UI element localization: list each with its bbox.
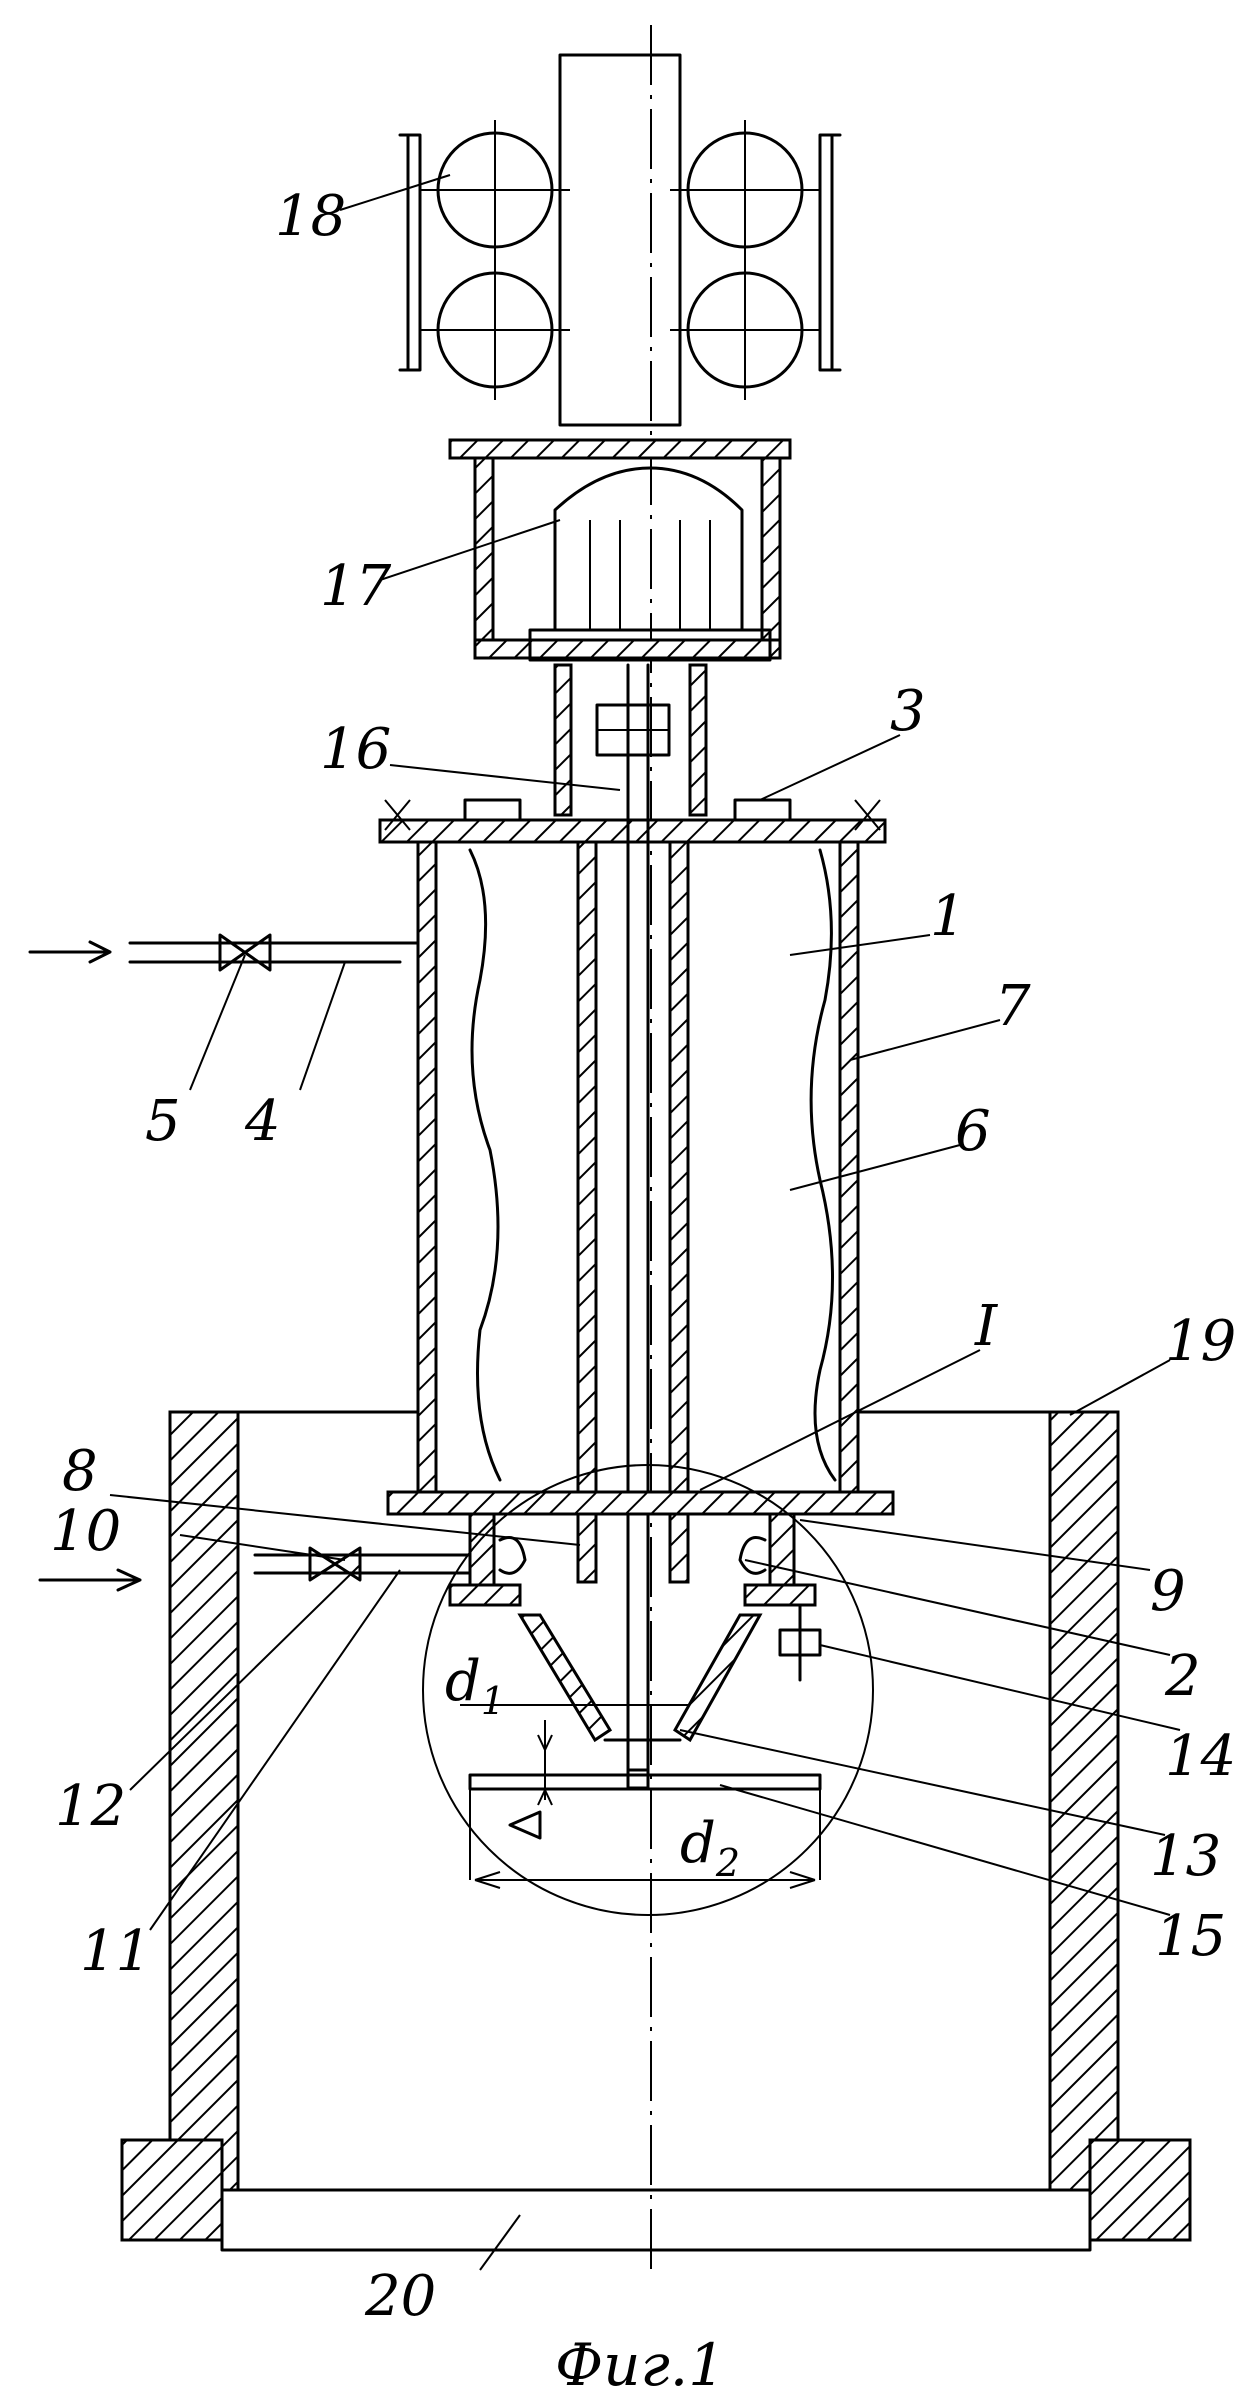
bottom-flange [388, 1492, 893, 1605]
label-19: 19 [1165, 1309, 1236, 1374]
label-2: 2 [1164, 1644, 1201, 1709]
label-14: 14 [1165, 1724, 1236, 1789]
label-8: 8 [62, 1439, 98, 1504]
rod [560, 55, 680, 425]
cone-nozzle [520, 1605, 820, 1740]
label-6: 6 [955, 1099, 991, 1164]
label-13: 13 [1150, 1824, 1221, 1889]
top-flange [380, 800, 885, 842]
furnace [122, 1412, 1190, 2250]
coupling [555, 665, 706, 815]
vessel [418, 842, 858, 1492]
label-4: 4 [244, 1089, 281, 1154]
label-17: 17 [320, 554, 392, 619]
label-10: 10 [50, 1499, 121, 1564]
label-15: 15 [1155, 1904, 1226, 1969]
disc [470, 1770, 820, 1880]
label-20: 20 [364, 2264, 436, 2329]
motor-housing [450, 440, 790, 660]
inlet-pipe [30, 935, 418, 970]
leader-lines [110, 175, 1180, 2270]
label-detail: I [974, 1294, 999, 1359]
label-11: 11 [80, 1919, 151, 1984]
label-d1: d1 [445, 1649, 505, 1723]
label-9: 9 [1150, 1559, 1186, 1624]
label-5: 5 [145, 1089, 181, 1154]
label-3: 3 [890, 679, 926, 744]
label-18: 18 [275, 184, 346, 249]
label-7: 7 [995, 974, 1031, 1039]
label-d2: d2 [680, 1811, 740, 1885]
label-16: 16 [320, 717, 391, 782]
label-1: 1 [930, 884, 966, 949]
figure-caption: Фиг.1 [555, 2331, 725, 2399]
roller-assembly [400, 55, 840, 425]
label-12: 12 [55, 1774, 126, 1839]
